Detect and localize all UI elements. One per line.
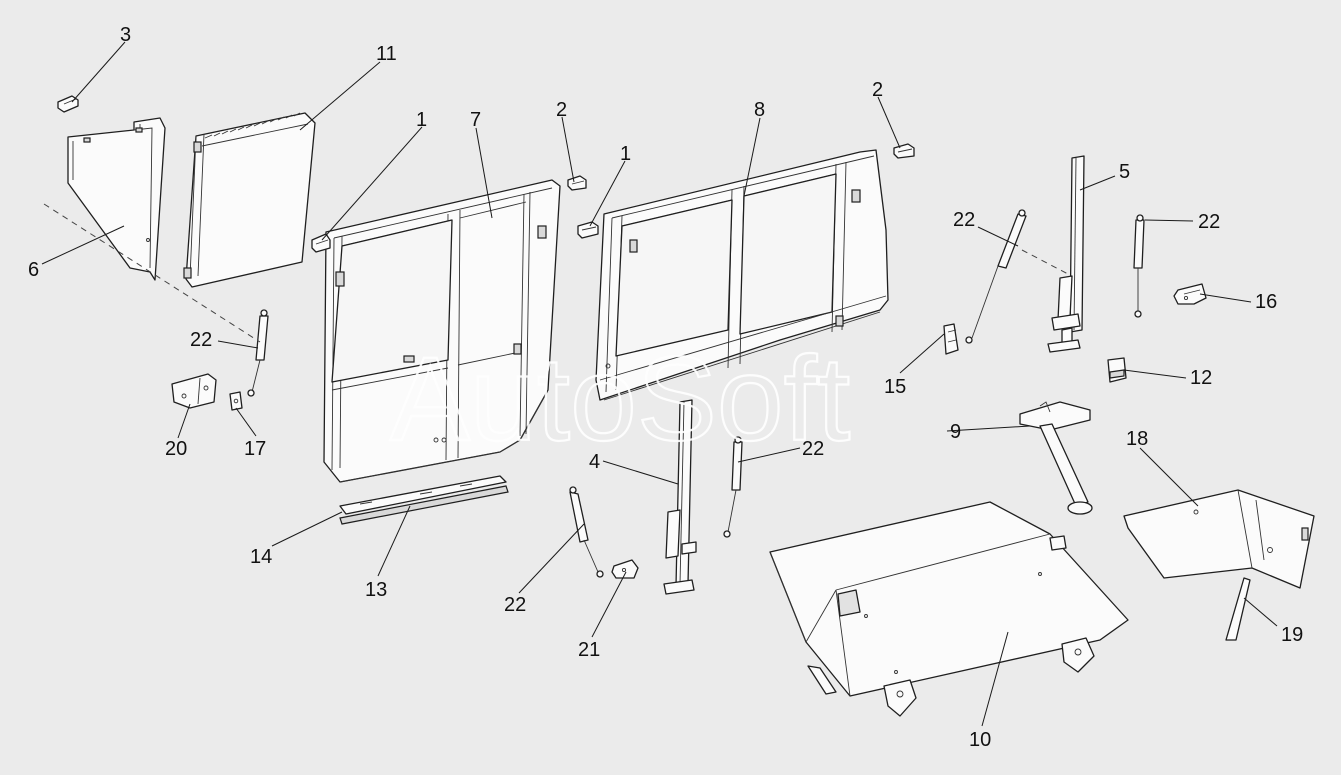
callout-22: 22 [504, 594, 526, 616]
callout-1: 1 [620, 143, 631, 165]
callout-7: 7 [470, 109, 481, 131]
part-22-gas-strut-upper-center [965, 209, 1027, 344]
part-22-gas-strut-left [247, 309, 269, 397]
callout-13: 13 [365, 579, 387, 601]
callout-19: 19 [1281, 624, 1303, 646]
part-2-hinge-right [893, 143, 915, 159]
callout-6: 6 [28, 259, 39, 281]
leader-lines [41, 41, 1278, 727]
part-19-bracket [1225, 577, 1251, 641]
part-7-left-door-frame [323, 179, 561, 483]
part-1-hinge-middle [577, 221, 599, 239]
part-3-hinge [57, 95, 79, 113]
callout-20: 20 [165, 438, 187, 460]
callout-10: 10 [969, 729, 991, 751]
callout-labels: 3 11 1 7 2 1 8 2 5 22 22 16 6 22 15 12 9… [28, 24, 1303, 751]
callout-22: 22 [953, 209, 975, 231]
callout-11: 11 [376, 43, 397, 65]
callout-4: 4 [589, 451, 600, 473]
callout-18: 18 [1126, 428, 1148, 450]
part-17-plate [229, 391, 243, 411]
part-22-gas-strut-center-lower [723, 436, 743, 538]
callout-1: 1 [416, 109, 427, 131]
callout-16: 16 [1255, 291, 1277, 313]
part-14-sill-strip [339, 475, 507, 515]
part-22-gas-strut-right [1133, 214, 1145, 318]
part-10-lower-box [769, 501, 1129, 717]
callout-21: 21 [578, 639, 600, 661]
alignment-line-5 [1021, 249, 1069, 275]
part-11-filter-panel [183, 112, 316, 288]
part-6-side-panel [67, 117, 166, 281]
callout-8: 8 [754, 99, 765, 121]
callout-22: 22 [190, 329, 212, 351]
callout-12: 12 [1190, 367, 1212, 389]
callout-2: 2 [556, 99, 567, 121]
part-2-hinge-left [567, 175, 587, 191]
part-8-right-door-frame [595, 149, 889, 401]
callout-15: 15 [884, 376, 906, 398]
part-5-vertical-post [1047, 155, 1085, 353]
callout-9: 9 [950, 421, 961, 443]
part-1-hinge-left [311, 233, 331, 253]
callout-22: 22 [802, 438, 824, 460]
part-4-vertical-post [663, 399, 697, 595]
callout-14: 14 [250, 546, 272, 568]
part-22-gas-strut-bottom [569, 486, 604, 578]
part-13-sill-rail [339, 485, 509, 525]
callout-5: 5 [1119, 161, 1130, 183]
part-20-bracket [171, 373, 217, 409]
watermark: AutoSoft [390, 332, 850, 466]
part-15-bracket [943, 323, 959, 355]
alignment-line [43, 203, 261, 343]
part-18-cover-plate [1123, 489, 1315, 589]
callout-2: 2 [872, 79, 883, 101]
callout-17: 17 [244, 438, 266, 460]
callout-3: 3 [120, 24, 131, 46]
part-16-bracket [1173, 283, 1207, 305]
part-12-clip [1107, 357, 1127, 383]
callout-22: 22 [1198, 211, 1220, 233]
part-21-bracket [611, 559, 639, 579]
part-9-pedestal [1019, 401, 1093, 515]
